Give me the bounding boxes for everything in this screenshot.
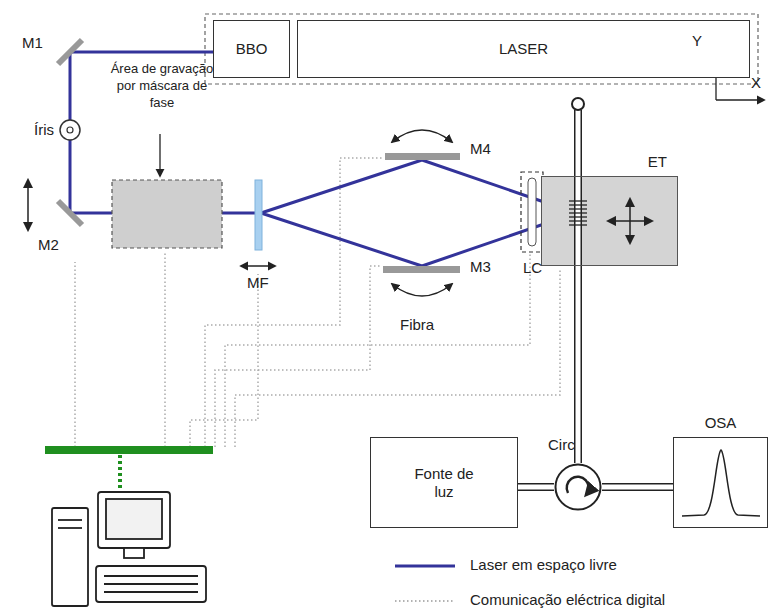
- grating-line: [569, 212, 587, 213]
- node-heading: Circ: [548, 436, 575, 454]
- node-label: LASER: [499, 40, 548, 58]
- pointer-arrow: [159, 134, 160, 176]
- grating-line: [569, 220, 587, 221]
- spectrum-peak: [682, 450, 760, 516]
- grating-line: [569, 216, 587, 217]
- part-label: M4: [470, 140, 491, 158]
- control-bus: [45, 446, 213, 454]
- axis-label: Y: [692, 32, 702, 50]
- light-source-box: Fonte de luz: [370, 437, 518, 528]
- legend-label: Comunicação eléctrica digital: [470, 591, 665, 609]
- part-label: M1: [22, 34, 43, 52]
- fiber-core: [518, 485, 554, 490]
- legend-label: Laser em espaço livre: [470, 556, 617, 574]
- legend-sample: [395, 600, 455, 602]
- phase-mask-area: [112, 180, 222, 248]
- computer: [52, 492, 206, 606]
- optical-fiber: [602, 483, 673, 491]
- translation-stage: ET: [541, 176, 678, 266]
- fiber-group: [518, 487, 554, 488]
- part-label: LC: [523, 259, 542, 277]
- part-label: Fibra: [400, 316, 434, 334]
- axis-label: X: [751, 74, 761, 92]
- circulator: Circ: [554, 463, 602, 511]
- fiber-group: [602, 487, 673, 488]
- laser-box: LASER: [297, 20, 750, 78]
- cylindrical-lens: [521, 172, 543, 252]
- axis-x: [716, 99, 764, 100]
- part-label: MF: [247, 274, 269, 292]
- lens-body: [528, 178, 536, 246]
- translation-arrow: [629, 199, 631, 243]
- optical-fiber: [574, 266, 582, 463]
- iris-aperture: [67, 127, 73, 133]
- grating-line: [569, 224, 587, 225]
- control-link: [118, 455, 122, 490]
- fiber-core: [602, 485, 673, 490]
- fiber-core: [576, 266, 581, 463]
- bragg-grating: [569, 201, 587, 225]
- circulator-arrow: [567, 477, 589, 495]
- node-heading: ET: [648, 153, 667, 171]
- fiber: [574, 110, 582, 268]
- stage-body: [541, 176, 678, 266]
- area-label: Área de gravação por máscara de fase: [110, 60, 214, 111]
- fiber-end: [572, 98, 584, 110]
- circulator-ring: [556, 465, 601, 510]
- iris: [60, 120, 80, 140]
- part-label: M2: [38, 236, 59, 254]
- fiber-group: [578, 266, 579, 463]
- grating-line: [569, 200, 587, 201]
- osa-box: OSA: [673, 437, 768, 528]
- grating-line: [569, 208, 587, 209]
- node-label: BBO: [236, 40, 268, 58]
- circulator-symbol: [554, 463, 602, 511]
- translation-arrow: [27, 180, 29, 230]
- laser-housing: [205, 14, 758, 84]
- legend-sample: [395, 565, 455, 568]
- digital-wires: [75, 158, 560, 447]
- laser-beam: [70, 52, 576, 266]
- grating-line: [569, 204, 587, 205]
- crystal-box: BBO: [213, 20, 290, 78]
- mirror: [385, 153, 460, 160]
- translation-arrow: [241, 265, 275, 266]
- optical-fiber: [518, 483, 554, 491]
- fiber-core: [576, 110, 581, 268]
- mirror: [58, 201, 82, 225]
- node-heading: OSA: [674, 414, 767, 432]
- rotation-arrow: [392, 284, 452, 296]
- part-label: M3: [470, 258, 491, 276]
- node-label: Fonte de luz: [409, 465, 479, 501]
- mirror: [383, 266, 460, 273]
- part-label: Íris: [8, 121, 54, 139]
- phase-mask: [255, 180, 262, 250]
- rotation-arrow: [392, 130, 452, 142]
- spectrum-plot: [674, 438, 766, 526]
- mirror: [58, 40, 82, 64]
